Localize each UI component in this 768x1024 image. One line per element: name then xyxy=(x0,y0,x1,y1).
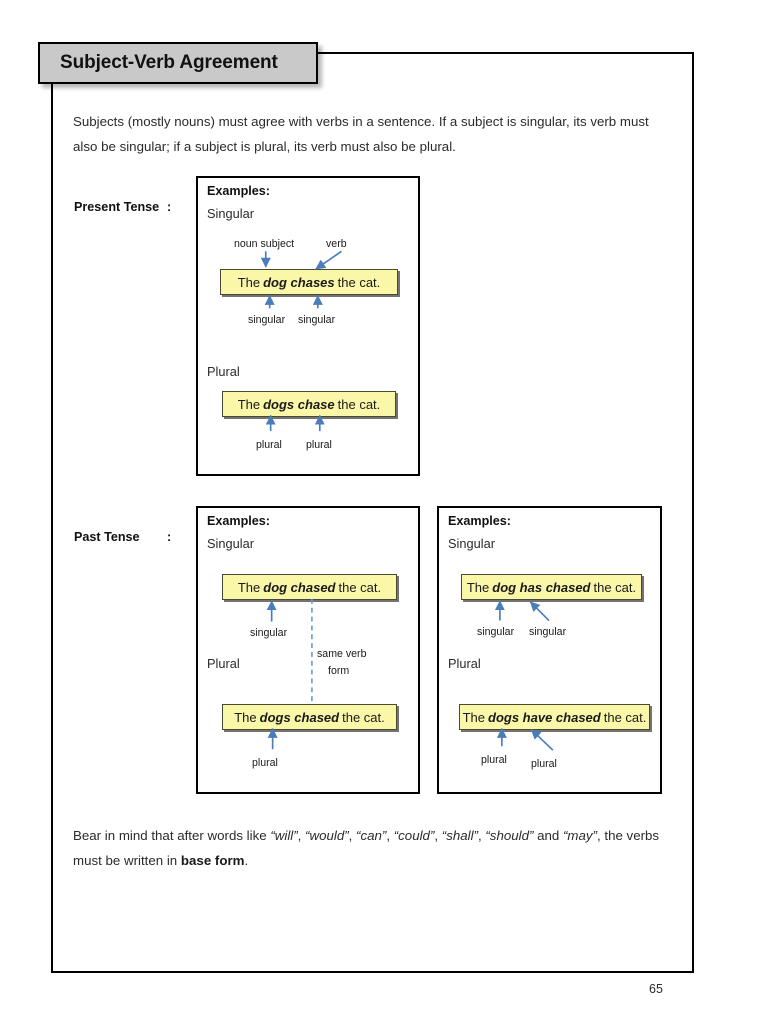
sentence-prefix: The xyxy=(234,709,257,725)
annotation-singular-subject: singular xyxy=(248,314,286,326)
form-label-plural: Plural xyxy=(207,656,240,671)
past-tense-label: Past Tense xyxy=(74,530,140,544)
sentence-prefix: The xyxy=(237,396,261,412)
sentence-highlight: dog chased xyxy=(263,579,336,595)
annotation-plural: plural xyxy=(252,757,278,769)
sentence-highlight: dogs have chased xyxy=(488,709,601,725)
page-number: 65 xyxy=(649,982,663,996)
annotation-singular-verb: singular xyxy=(298,314,336,326)
sentence-suffix: the cat. xyxy=(342,709,385,725)
sentence-suffix: the cat. xyxy=(337,274,381,290)
annotation-plural-verb: plural xyxy=(306,439,332,451)
intro-paragraph: Subjects (mostly nouns) must agree with … xyxy=(73,114,649,154)
modal-word: “may” xyxy=(563,828,597,843)
present-arrow-overlay xyxy=(260,250,342,432)
annotation-plural-subject: plural xyxy=(481,754,507,766)
modal-word: “could” xyxy=(393,828,435,843)
modal-word: “will” xyxy=(270,828,298,843)
form-label-singular: Singular xyxy=(448,536,495,551)
arrow-singular-verb xyxy=(529,601,550,622)
annotation-same-verb-line2: form xyxy=(328,665,350,677)
sentence-prefix: The xyxy=(237,274,261,290)
sentence-highlight: dogs chase xyxy=(263,396,335,412)
sentence-prefix: The xyxy=(237,579,261,595)
closing-paragraph: Bear in mind that after words like “will… xyxy=(73,828,660,868)
sentence-suffix: the cat. xyxy=(603,709,647,725)
arrow-plural-verb xyxy=(530,728,554,751)
examples-heading: Examples: xyxy=(207,514,270,528)
examples-heading: Examples: xyxy=(207,184,270,198)
form-label-singular: Singular xyxy=(207,536,254,551)
sentence-box-plural: The dogs have chased the cat. xyxy=(459,704,650,730)
page-title: Subject-Verb Agreement xyxy=(60,52,278,73)
annotation-singular: singular xyxy=(250,627,288,639)
sentence-box-singular: The dog chases the cat. xyxy=(220,269,398,295)
sentence-highlight: dogs chased xyxy=(259,709,340,725)
past-examples-right-box: Examples: Singular The dog has chased th… xyxy=(437,506,662,794)
annotation-singular-verb: singular xyxy=(529,626,567,638)
modal-word: “would” xyxy=(305,828,349,843)
base-form-term: base form xyxy=(180,852,245,868)
annotation-singular-subject: singular xyxy=(477,626,515,638)
arrow-verb xyxy=(315,250,342,270)
annotation-plural-subject: plural xyxy=(256,439,282,451)
sentence-box-plural: The dogs chase the cat. xyxy=(222,391,396,417)
modal-word: “should” xyxy=(485,828,534,843)
sentence-highlight: dog has chased xyxy=(492,579,591,595)
page-content-frame xyxy=(51,52,694,973)
annotation-verb: verb xyxy=(326,238,347,250)
sentence-suffix: the cat. xyxy=(338,579,382,595)
form-label-plural: Plural xyxy=(207,364,240,379)
sentence-prefix: The xyxy=(462,709,486,725)
modal-word: “shall” xyxy=(441,828,478,843)
sentence-suffix: the cat. xyxy=(593,579,637,595)
page-title-box: Subject-Verb Agreement xyxy=(38,42,318,84)
sentence-box-singular: The dog has chased the cat. xyxy=(461,574,642,600)
examples-heading: Examples: xyxy=(448,514,511,528)
sentence-prefix: The xyxy=(466,579,490,595)
annotation-noun-subject: noun subject xyxy=(234,238,295,250)
past-tense-colon: : xyxy=(167,530,172,544)
sentence-suffix: the cat. xyxy=(337,396,381,412)
form-label-singular: Singular xyxy=(207,206,254,221)
annotation-plural-verb: plural xyxy=(531,758,557,770)
sentence-highlight: dog chases xyxy=(263,274,335,290)
present-tense-colon: : xyxy=(167,200,172,214)
present-examples-box: Examples: Singular noun subject verb The… xyxy=(196,176,420,476)
form-label-plural: Plural xyxy=(448,656,481,671)
present-tense-label: Present Tense xyxy=(74,200,160,214)
past-examples-left-box: Examples: Singular The dog chased the ca… xyxy=(196,506,420,794)
sentence-box-singular: The dog chased the cat. xyxy=(222,574,397,600)
sentence-box-plural: The dogs chased the cat. xyxy=(222,704,397,730)
modal-word: “can” xyxy=(356,828,387,843)
annotation-same-verb-line1: same verb xyxy=(317,648,367,660)
